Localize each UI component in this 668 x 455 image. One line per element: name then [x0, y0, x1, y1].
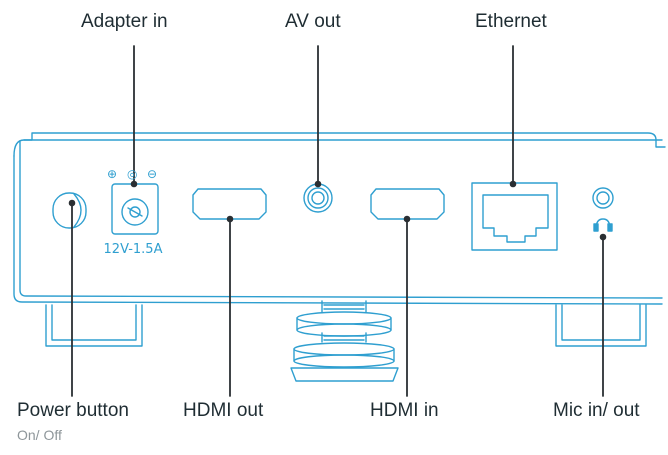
adapter-spec-label: 12V-1.5A	[104, 242, 163, 257]
device-body	[13, 132, 666, 305]
av-out-port	[303, 183, 333, 213]
left-foot	[45, 304, 143, 347]
hdmi-in-port	[370, 188, 445, 220]
ethernet-port	[471, 182, 558, 251]
label-ethernet: Ethernet	[475, 11, 547, 32]
tripod-mount	[290, 300, 399, 382]
label-power-button: Power button	[17, 400, 129, 421]
label-hdmi-in: HDMI in	[370, 400, 439, 421]
label-hdmi-out: HDMI out	[183, 400, 264, 421]
label-power-button-sub: On/ Off	[17, 427, 62, 443]
leader-lines	[68, 45, 607, 397]
polarity-minus: ⊖	[147, 167, 157, 181]
power-button	[52, 192, 87, 229]
polarity-center: ◎	[127, 167, 137, 181]
headset-icon	[593, 218, 613, 232]
polarity-plus: ⊕	[107, 167, 117, 181]
right-foot	[555, 304, 647, 347]
label-mic-in-out: Mic in/ out	[553, 400, 640, 421]
label-av-out: AV out	[285, 11, 341, 32]
hdmi-out-port	[192, 188, 267, 220]
adapter-jack	[111, 183, 159, 235]
mic-port	[592, 187, 614, 209]
label-adapter-in: Adapter in	[81, 11, 168, 32]
